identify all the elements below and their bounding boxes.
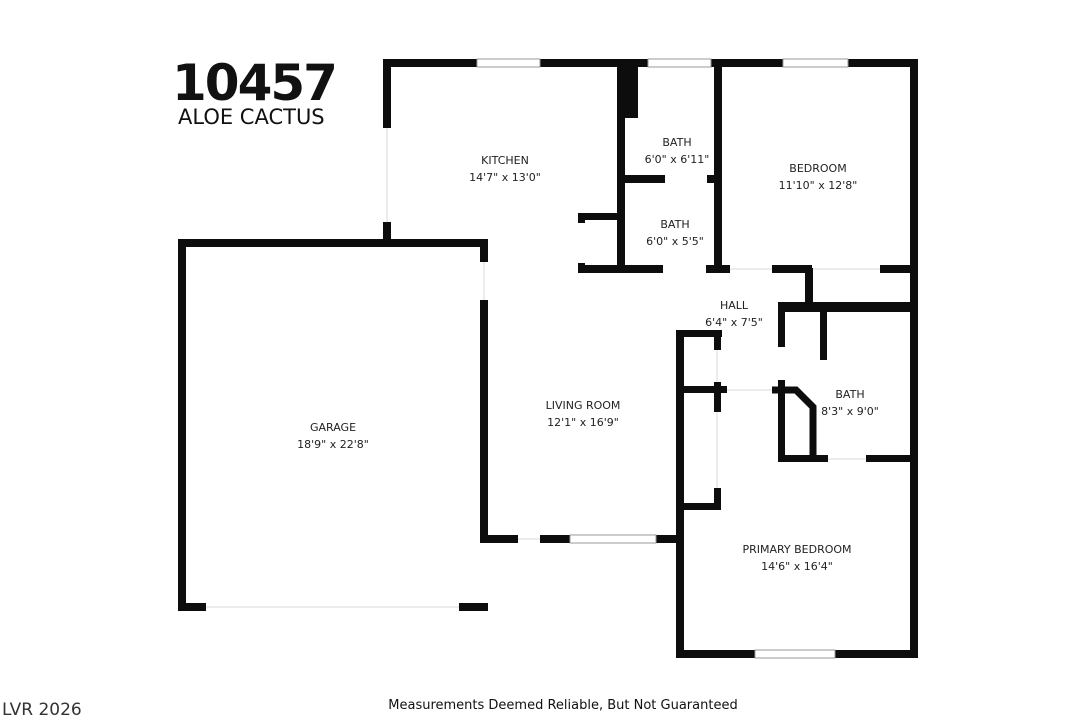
room-name: KITCHEN bbox=[481, 154, 529, 167]
room-size: 6'4" x 7'5" bbox=[705, 316, 763, 329]
room-size: 12'1" x 16'9" bbox=[547, 416, 619, 429]
watermark: LVR 2026 bbox=[2, 700, 82, 720]
room-size: 14'7" x 13'0" bbox=[469, 171, 541, 184]
room-name: BATH bbox=[662, 136, 691, 149]
room-name: HALL bbox=[720, 299, 749, 312]
disclaimer: Measurements Deemed Reliable, But Not Gu… bbox=[388, 698, 737, 713]
room-name: GARAGE bbox=[310, 421, 356, 434]
room-size: 8'3" x 9'0" bbox=[821, 405, 879, 418]
room-labels: KITCHEN 14'7" x 13'0" BATH 6'0" x 6'11" … bbox=[297, 136, 879, 573]
address-number: 10457 bbox=[172, 54, 336, 112]
room-size: 14'6" x 16'4" bbox=[761, 560, 833, 573]
room-name: BEDROOM bbox=[789, 162, 846, 175]
room-size: 11'10" x 12'8" bbox=[779, 179, 858, 192]
room-size: 18'9" x 22'8" bbox=[297, 438, 369, 451]
window bbox=[569, 534, 657, 544]
room-name: LIVING ROOM bbox=[546, 399, 621, 412]
window bbox=[647, 58, 712, 68]
room-name: PRIMARY BEDROOM bbox=[742, 543, 851, 556]
address-street: ALOE CACTUS bbox=[178, 105, 325, 129]
window bbox=[782, 58, 849, 68]
room-size: 6'0" x 6'11" bbox=[645, 153, 710, 166]
window bbox=[476, 58, 541, 68]
walls bbox=[178, 58, 918, 659]
window bbox=[754, 649, 836, 659]
room-name: BATH bbox=[660, 218, 689, 231]
room-size: 6'0" x 5'5" bbox=[646, 235, 704, 248]
room-name: BATH bbox=[835, 388, 864, 401]
